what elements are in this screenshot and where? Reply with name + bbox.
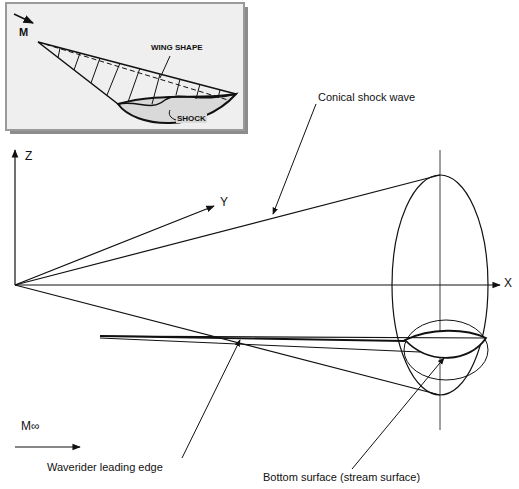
inset-panel [6, 3, 244, 130]
freestream-arrow [15, 446, 80, 447]
axis-label: Z [24, 150, 33, 164]
leader-arrow [352, 358, 444, 469]
leader-arrow [273, 104, 316, 214]
callout-label: Bottom surface (stream surface) [262, 471, 421, 484]
callout-label: Waverider leading edge [46, 461, 164, 474]
leader-line [169, 110, 176, 120]
part-label: WING SHAPE [150, 43, 204, 52]
wing-upper-edge [38, 42, 236, 94]
axis-label: X [503, 277, 513, 291]
cone-edge [15, 175, 440, 285]
part-label: SHOCK [176, 114, 207, 123]
callout-label: Conical shock wave [317, 91, 416, 104]
x-axis [15, 284, 500, 285]
mach-label: M∞ [20, 420, 41, 434]
wing-hatching [58, 48, 220, 104]
z-axis [14, 150, 15, 285]
mach-label: M [18, 26, 29, 39]
shock-region [118, 94, 236, 123]
y-axis [15, 206, 214, 285]
center-line [440, 150, 441, 430]
waverider-cross-section [405, 331, 486, 358]
axis-label: Y [219, 196, 229, 210]
wing-lower-edge [38, 42, 236, 105]
leader-arrow [182, 340, 240, 458]
cone-edge [15, 285, 440, 395]
wing-dashed-line [38, 42, 228, 100]
shock-section [404, 320, 488, 380]
waverider-lower-edge [100, 338, 420, 352]
flow-arrow [14, 14, 33, 23]
leader-line [160, 56, 170, 78]
